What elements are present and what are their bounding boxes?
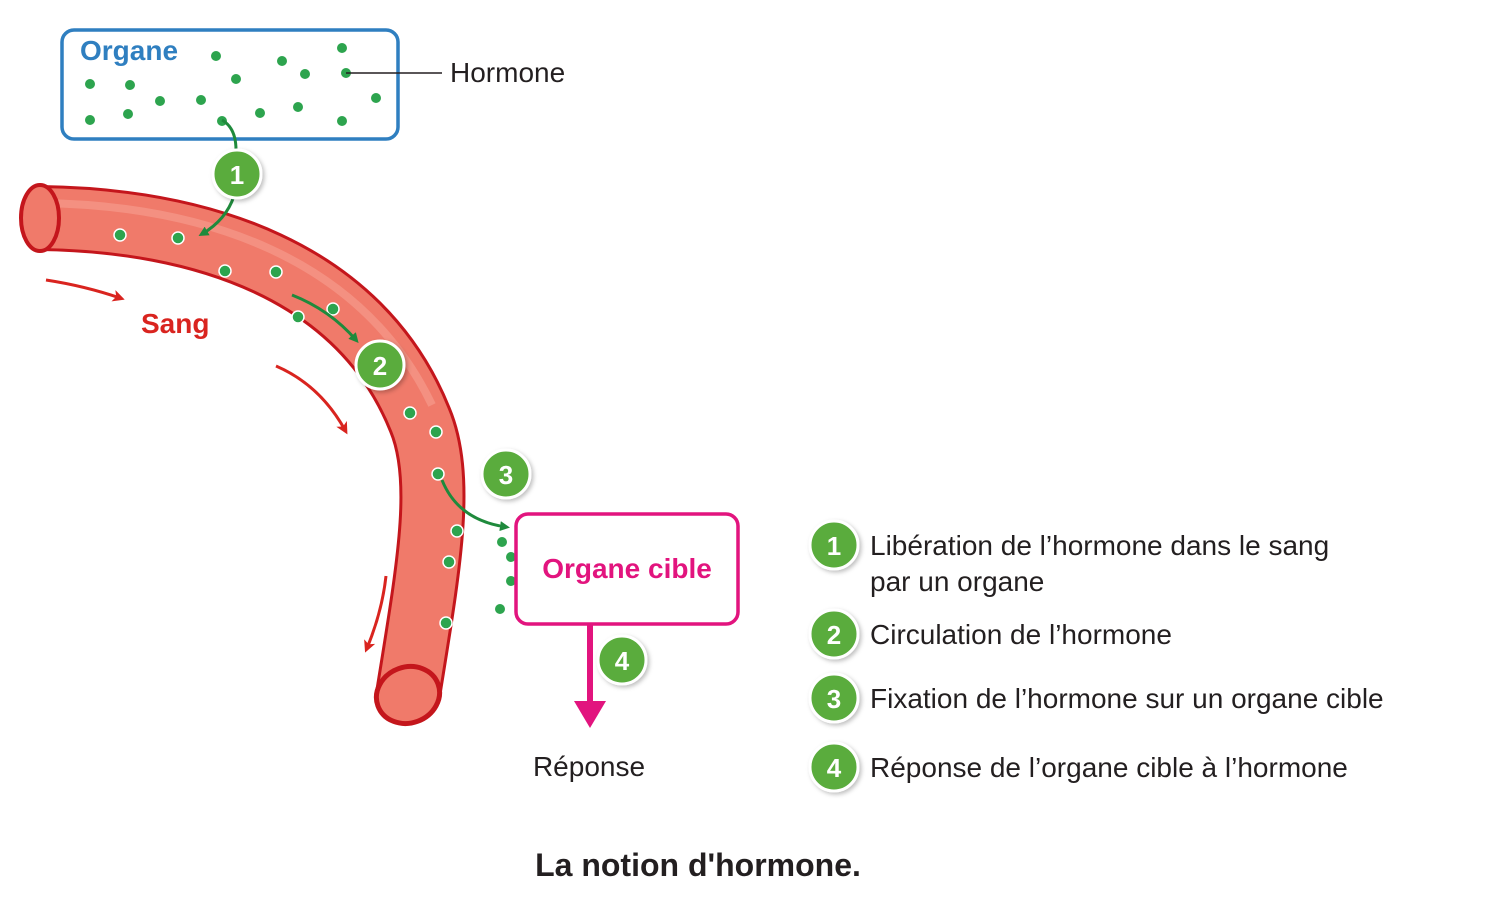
- blood-flow-arrows: [45, 278, 388, 653]
- target-hormone-dots: [495, 537, 516, 614]
- hormone-label: Hormone: [450, 57, 565, 88]
- response-arrow-head: [574, 701, 606, 728]
- legend-text-3: Fixation de l’hormone sur un organe cibl…: [870, 683, 1384, 714]
- svg-text:4: 4: [827, 753, 842, 783]
- svg-text:2: 2: [373, 351, 387, 381]
- legend-text-1b: par un organe: [870, 566, 1044, 597]
- step-badge-4: 4: [596, 634, 648, 686]
- source-hormone-dots: [85, 43, 381, 126]
- step-arrows: [198, 118, 510, 532]
- svg-text:4: 4: [615, 646, 630, 676]
- target-organ-label: Organe cible: [542, 553, 712, 584]
- figure-caption: La notion d'hormone.: [535, 847, 861, 883]
- legend-text-1a: Libération de l’hormone dans le sang: [870, 530, 1329, 561]
- legend-badge-2: 2: [808, 608, 860, 660]
- source-organ-box: [60, 28, 400, 141]
- target-organ-box: [514, 512, 740, 626]
- legend-text-2: Circulation de l’hormone: [870, 619, 1172, 650]
- legend: 1 Libération de l’hormone dans le sang p…: [808, 519, 1384, 793]
- svg-text:3: 3: [827, 684, 841, 714]
- step-badge-3: 3: [480, 448, 532, 500]
- step-badge-2: 2: [354, 339, 406, 391]
- legend-item-1: 1 Libération de l’hormone dans le sang p…: [808, 519, 1329, 597]
- blood-vessel-body: [39, 185, 466, 701]
- legend-badge-1: 1: [808, 519, 860, 571]
- vessel-top-opening: [19, 183, 61, 253]
- legend-item-4: 4 Réponse de l’organe cible à l’hormone: [808, 741, 1348, 793]
- target-organ: Organe cible Réponse: [495, 512, 740, 782]
- legend-item-2: 2 Circulation de l’hormone: [808, 608, 1172, 660]
- legend-text-4: Réponse de l’organe cible à l’hormone: [870, 752, 1348, 783]
- blood-label: Sang: [141, 308, 209, 339]
- svg-text:3: 3: [499, 460, 513, 490]
- svg-text:1: 1: [827, 531, 841, 561]
- response-label: Réponse: [533, 751, 645, 782]
- blood-vessel: [19, 183, 466, 726]
- svg-text:1: 1: [230, 160, 244, 190]
- source-organ-label: Organe: [80, 35, 178, 66]
- step-badge-1: 1: [211, 148, 263, 200]
- legend-item-3: 3 Fixation de l’hormone sur un organe ci…: [808, 672, 1384, 724]
- legend-badge-4: 4: [808, 741, 860, 793]
- svg-text:2: 2: [827, 620, 841, 650]
- vessel-hormone-dots: [113, 228, 464, 630]
- source-organ: Organe Hormone: [60, 28, 565, 141]
- vessel-bottom-opening: [373, 664, 443, 726]
- legend-badge-3: 3: [808, 672, 860, 724]
